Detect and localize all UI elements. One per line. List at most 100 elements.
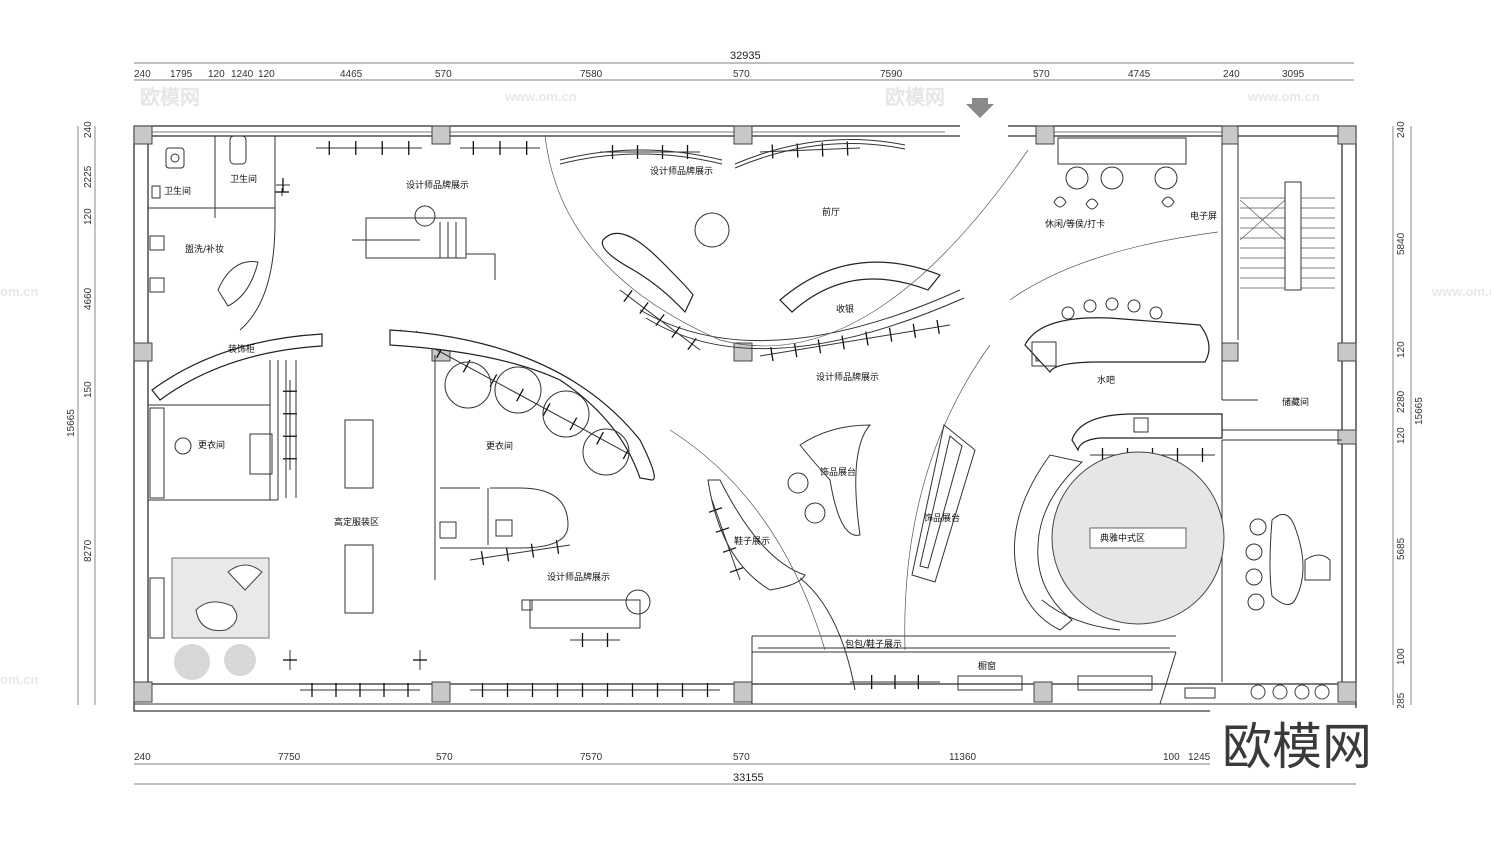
hanger-mark <box>771 144 774 159</box>
label-fitting-center: 更衣间 <box>486 440 513 452</box>
dim-left-seg: 240 <box>83 121 94 138</box>
label-designer-bottom: 设计师品牌展示 <box>547 571 610 583</box>
accessory-stands <box>787 424 976 583</box>
label-bar: 水吧 <box>1097 374 1115 386</box>
left-dimension-chain: 15665 240 2225 120 4660 150 8270 <box>66 121 96 705</box>
label-accessory-stand-1: 饰品展台 <box>820 466 856 478</box>
label-designer-top-left: 设计师品牌展示 <box>406 179 469 191</box>
logo-backdrop <box>1210 708 1425 780</box>
dim-bottom-total: 33155 <box>733 772 764 784</box>
watermark-url: om.cn <box>0 672 38 687</box>
shop-window-displays <box>758 647 1170 691</box>
dim-left-seg: 2225 <box>83 165 94 188</box>
dim-right-seg: 120 <box>1396 341 1407 358</box>
hanger-mark <box>542 402 551 416</box>
dim-bottom-seg: 570 <box>436 752 453 763</box>
hanger-mark <box>796 143 799 158</box>
dim-right-seg: 240 <box>1396 121 1407 138</box>
hanger-mark <box>912 323 917 338</box>
bar-counter <box>1024 297 1223 452</box>
dim-right-seg: 120 <box>1396 427 1407 444</box>
dim-top-seg: 570 <box>1033 69 1050 80</box>
hanger-mark <box>715 527 730 533</box>
label-designer-top-center: 设计师品牌展示 <box>650 165 713 177</box>
staircase <box>1239 181 1335 291</box>
label-bags-shoes: 包包/鞋子展示 <box>845 638 902 650</box>
hanger-mark <box>569 417 578 431</box>
hanger-mark <box>865 331 869 346</box>
hanger-mark <box>505 547 510 562</box>
label-fitting-left: 更衣间 <box>198 439 225 451</box>
curved-display-walls <box>389 139 1121 691</box>
watermark-url: www.om.cn <box>1431 284 1491 299</box>
dim-top-seg: 3095 <box>1282 69 1305 80</box>
dim-top-seg: 1795 <box>170 69 193 80</box>
toilet-fixtures <box>149 135 259 307</box>
dim-right-seg: 2280 <box>1396 390 1407 413</box>
hanger-mark <box>722 547 737 553</box>
dim-top-seg: 4465 <box>340 69 363 80</box>
dim-bottom-seg: 100 <box>1163 752 1180 763</box>
label-decor-cabinet: 装饰柜 <box>228 343 255 355</box>
rug-areas <box>171 451 1225 639</box>
dim-bottom-seg: 7570 <box>580 752 603 763</box>
dim-top-seg: 120 <box>258 69 275 80</box>
hanger-mark <box>480 551 485 566</box>
label-window: 橱窗 <box>978 660 996 672</box>
hanger-mark <box>729 567 744 573</box>
lounge-counter <box>1053 137 1187 210</box>
rail-bar <box>469 544 571 561</box>
watermark-url: www.om.cn <box>504 89 577 104</box>
watermark-brand: 欧模网 <box>885 85 945 109</box>
dim-top-seg: 240 <box>134 69 151 80</box>
dim-right-total: 15665 <box>1414 397 1425 425</box>
dim-bottom-seg: 1245 <box>1188 752 1211 763</box>
dim-top-seg: 4745 <box>1128 69 1151 80</box>
dim-right-seg: 5685 <box>1396 537 1407 560</box>
right-dimension-chain: 15665 240 5840 120 2280 120 5685 100 128… <box>1392 121 1425 715</box>
dim-right-seg: 100 <box>1396 648 1407 665</box>
rail-bar <box>759 324 951 357</box>
dim-top-seg: 120 <box>208 69 225 80</box>
hanger-mark <box>770 347 774 362</box>
hanger-mark <box>793 343 798 358</box>
entrance-arrow-icon <box>966 98 994 118</box>
couture-tables <box>149 360 374 639</box>
label-screen: 电子屏 <box>1190 210 1217 222</box>
zone-arcs <box>544 134 1219 651</box>
dim-bottom-seg: 570 <box>733 752 750 763</box>
dim-right-seg: 1285 <box>1396 692 1407 715</box>
lobby-furniture <box>352 205 730 280</box>
hanger-mark <box>623 290 633 302</box>
room-labels: 卫生间 卫生间 盥洗/补妆 设计师品牌展示 设计师品牌展示 前厅 休闲/等侯/打… <box>164 165 1309 672</box>
hanger-mark <box>530 543 535 558</box>
dim-left-seg: 150 <box>83 381 94 398</box>
hanger-mark <box>639 302 649 314</box>
top-dimension-chain: 32935 240 1795 120 1240 120 4465 570 758… <box>134 50 1354 81</box>
dim-top-seg: 570 <box>733 69 750 80</box>
label-shoes: 鞋子展示 <box>734 535 770 547</box>
label-accessory-stand-2: 饰品展台 <box>924 512 960 524</box>
label-designer-center: 设计师品牌展示 <box>816 371 879 383</box>
dim-top-seg: 1240 <box>231 69 254 80</box>
label-cashier: 收银 <box>836 303 854 315</box>
fitting-room-circles <box>174 361 630 549</box>
interior-walls <box>148 136 1342 705</box>
hanger-mark <box>596 431 604 445</box>
hanger-mark <box>516 388 524 402</box>
hanger-mark <box>888 327 893 342</box>
dim-right-seg: 5840 <box>1396 232 1407 255</box>
dim-top-seg: 7590 <box>880 69 903 80</box>
hanger-mark <box>841 335 845 350</box>
label-washroom: 盥洗/补妆 <box>185 243 224 255</box>
dim-left-seg: 120 <box>83 208 94 225</box>
dim-bottom-seg: 240 <box>134 752 151 763</box>
dim-left-seg: 8270 <box>83 539 94 562</box>
dim-bottom-seg: 7750 <box>278 752 301 763</box>
label-lounge: 休闲/等侯/打卡 <box>1045 218 1105 230</box>
chinese-zone-furniture <box>1245 513 1331 611</box>
label-lobby: 前厅 <box>822 206 840 218</box>
dim-left-seg: 4660 <box>83 287 94 310</box>
label-couture: 高定服装区 <box>334 516 379 528</box>
